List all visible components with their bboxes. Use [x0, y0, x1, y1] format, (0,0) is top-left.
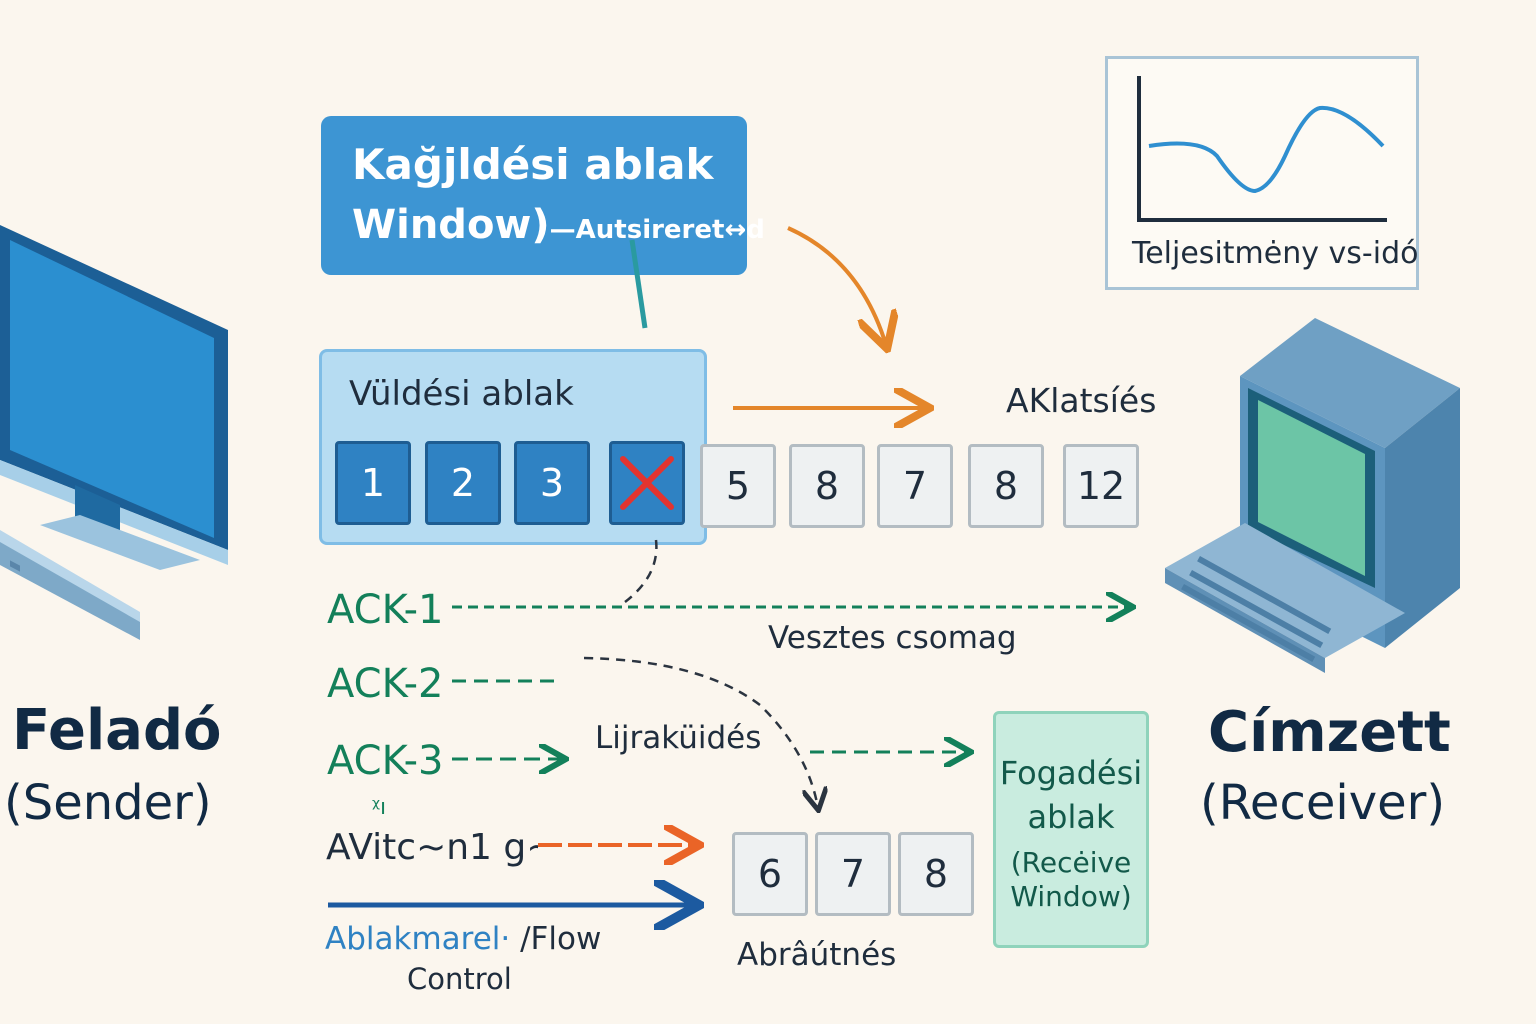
receive-window-line4: Window): [1010, 880, 1132, 913]
abrautnes-label: Abrâútnés: [737, 937, 897, 973]
receiver-computer-icon: [1165, 318, 1460, 673]
ack-mark: ᵡı: [372, 795, 387, 820]
packet-12: 12: [1063, 444, 1139, 528]
flow-control-label-b: /Flow: [520, 921, 602, 957]
sender-computer-icon: [0, 225, 228, 640]
received-packet-8: 8: [898, 832, 974, 916]
ack2-label: ACK-2: [327, 661, 444, 707]
received-packet-7: 7: [815, 832, 891, 916]
title-line-1: Kağjldési ablak: [352, 140, 714, 189]
packet-5: 5: [700, 444, 776, 528]
packet-2: 2: [425, 441, 501, 525]
flow-control-label-a: Ablakmarel·: [325, 921, 511, 957]
aklatsies-label: AKlatsíés: [1006, 381, 1157, 420]
flow-control-label-c: Control: [407, 962, 512, 996]
lost-packet: [609, 441, 685, 525]
perf-curve: [1148, 105, 1385, 194]
sender-name: Feladó: [12, 698, 222, 763]
receiver-sub: (Receiver): [1200, 775, 1446, 831]
title-line-2-tail: —Autsireret↔d: [549, 215, 765, 245]
lost-packet-label: Vesztes csomag: [768, 620, 1017, 656]
receive-window: Fogadési ablak (Recėive Window): [993, 711, 1149, 948]
ack1-label: ACK-1: [327, 587, 444, 633]
performance-chart-label: Teljesitmėny vs-idó: [1132, 236, 1419, 271]
x-mark-icon: [620, 456, 674, 510]
receive-window-line1: Fogadési: [999, 754, 1143, 792]
sliding-window-title-box: [321, 116, 747, 275]
packet-8b: 8: [968, 444, 1044, 528]
flow-control-label: Ablakmarel· /Flow: [325, 921, 601, 957]
packet-7: 7: [877, 444, 953, 528]
title-pointer: [629, 239, 648, 329]
lost-packet-dashed: [624, 539, 658, 603]
packet-8a: 8: [789, 444, 865, 528]
ack3-label: ACK-3: [327, 738, 444, 784]
performance-line-chart: [1137, 76, 1387, 222]
receiver-name: Címzett: [1208, 700, 1451, 765]
ack-garbled-label: AVitc~n1 g~: [326, 827, 538, 868]
receive-window-line2: ablak: [1027, 798, 1115, 836]
packet-3: 3: [514, 441, 590, 525]
title-line-2: Window)—Autsireret↔d: [352, 202, 765, 248]
packet-1: 1: [335, 441, 411, 525]
sender-sub: (Sender): [4, 775, 212, 831]
title-line-2-main: Window): [352, 202, 550, 248]
sending-window-label: Vüldési ablak: [349, 374, 574, 414]
receive-window-line3: (Recėive: [1010, 846, 1132, 879]
performance-chart-box: [1105, 56, 1419, 290]
curved-orange-arrow: [787, 226, 886, 345]
retransmission-arrow: [583, 656, 818, 808]
received-packet-6: 6: [732, 832, 808, 916]
retransmission-label: Lijraküidés: [595, 720, 762, 756]
